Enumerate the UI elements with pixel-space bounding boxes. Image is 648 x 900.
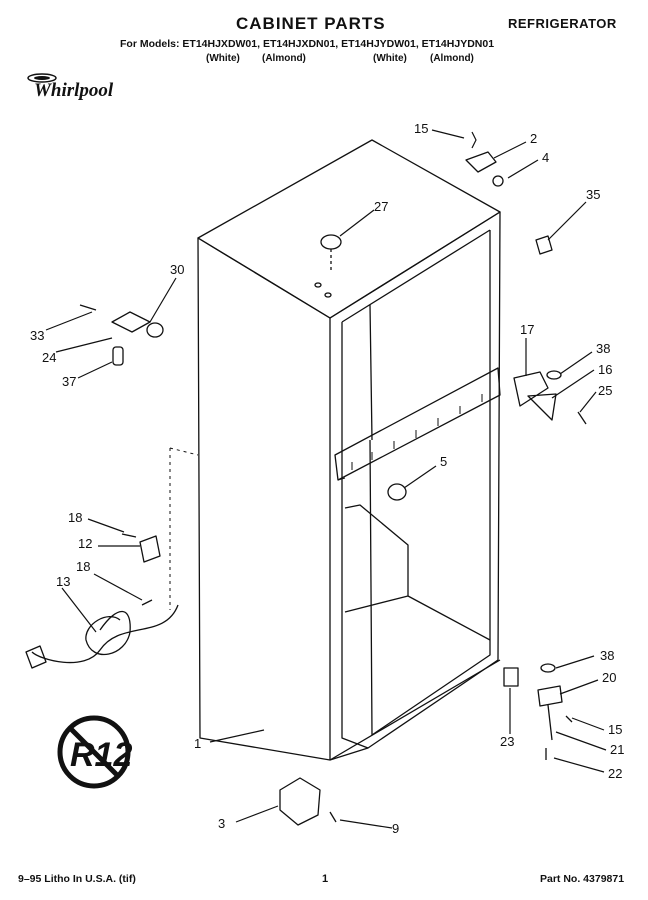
callout-4: 4 xyxy=(542,150,549,165)
knob-27 xyxy=(320,234,342,250)
callout-23: 23 xyxy=(500,734,514,749)
callout-35: 35 xyxy=(586,187,600,202)
top-hole xyxy=(314,282,322,288)
part-number: Part No. 4379871 xyxy=(540,873,625,885)
color-label: (White) xyxy=(373,53,407,64)
callout-15: 15 xyxy=(608,722,622,737)
color-label: (Almond) xyxy=(262,53,306,64)
callout-18: 18 xyxy=(68,510,82,525)
callout-30: 30 xyxy=(170,262,184,277)
leader-lines xyxy=(45,129,607,829)
model-list: For Models: ET14HJXDW01, ET14HJXDN01, ET… xyxy=(120,38,495,50)
callout-12: 12 xyxy=(78,536,92,551)
callout-1: 1 xyxy=(194,736,201,751)
callout-27: 27 xyxy=(374,199,388,214)
color-label: (Almond) xyxy=(430,53,474,64)
whirlpool-logo xyxy=(27,73,57,83)
power-cord xyxy=(31,604,179,664)
callout-3: 3 xyxy=(218,816,225,831)
callout-25: 25 xyxy=(598,383,612,398)
callout-20: 20 xyxy=(602,670,616,685)
callout-22: 22 xyxy=(608,766,622,781)
callout-2: 2 xyxy=(530,131,537,146)
callout-33: 33 xyxy=(30,328,44,343)
middle-hinge xyxy=(513,371,557,421)
liner-shelf xyxy=(344,504,491,641)
top-hole xyxy=(324,292,332,298)
callout-5: 5 xyxy=(440,454,447,469)
top-hinge xyxy=(465,151,497,173)
bottom-hinge xyxy=(279,777,321,826)
cabinet-liner xyxy=(341,229,491,749)
divider-rail xyxy=(334,367,501,481)
callout-15: 15 xyxy=(414,121,428,136)
callout-16: 16 xyxy=(598,362,612,377)
callout-18: 18 xyxy=(76,559,90,574)
lower-hinge xyxy=(537,685,563,741)
page-number: 1 xyxy=(322,873,329,885)
callout-38: 38 xyxy=(600,648,614,663)
cabinet-side xyxy=(329,211,501,761)
callout-13: 13 xyxy=(56,574,70,589)
part-30 xyxy=(111,311,151,333)
appliance-type: REFRIGERATOR xyxy=(508,16,617,31)
callout-37: 37 xyxy=(62,374,76,389)
page-title: CABINET PARTS xyxy=(236,14,386,33)
brand-name: Whirlpool xyxy=(34,80,114,101)
callout-24: 24 xyxy=(42,350,56,365)
callout-21: 21 xyxy=(610,742,624,757)
r12-stamp: R12 xyxy=(57,715,132,789)
cabinet-front xyxy=(197,237,331,761)
part-12 xyxy=(139,535,161,563)
callout-9: 9 xyxy=(392,821,399,836)
part-35 xyxy=(535,235,553,255)
divider-rail-lower xyxy=(337,394,483,481)
litho-note: 9–95 Litho In U.S.A. (tif) xyxy=(18,873,136,885)
callout-17: 17 xyxy=(520,322,534,337)
color-label: (White) xyxy=(206,53,240,64)
part-5 xyxy=(387,483,407,501)
stamp-text: R12 xyxy=(70,736,132,774)
callout-38: 38 xyxy=(596,341,610,356)
